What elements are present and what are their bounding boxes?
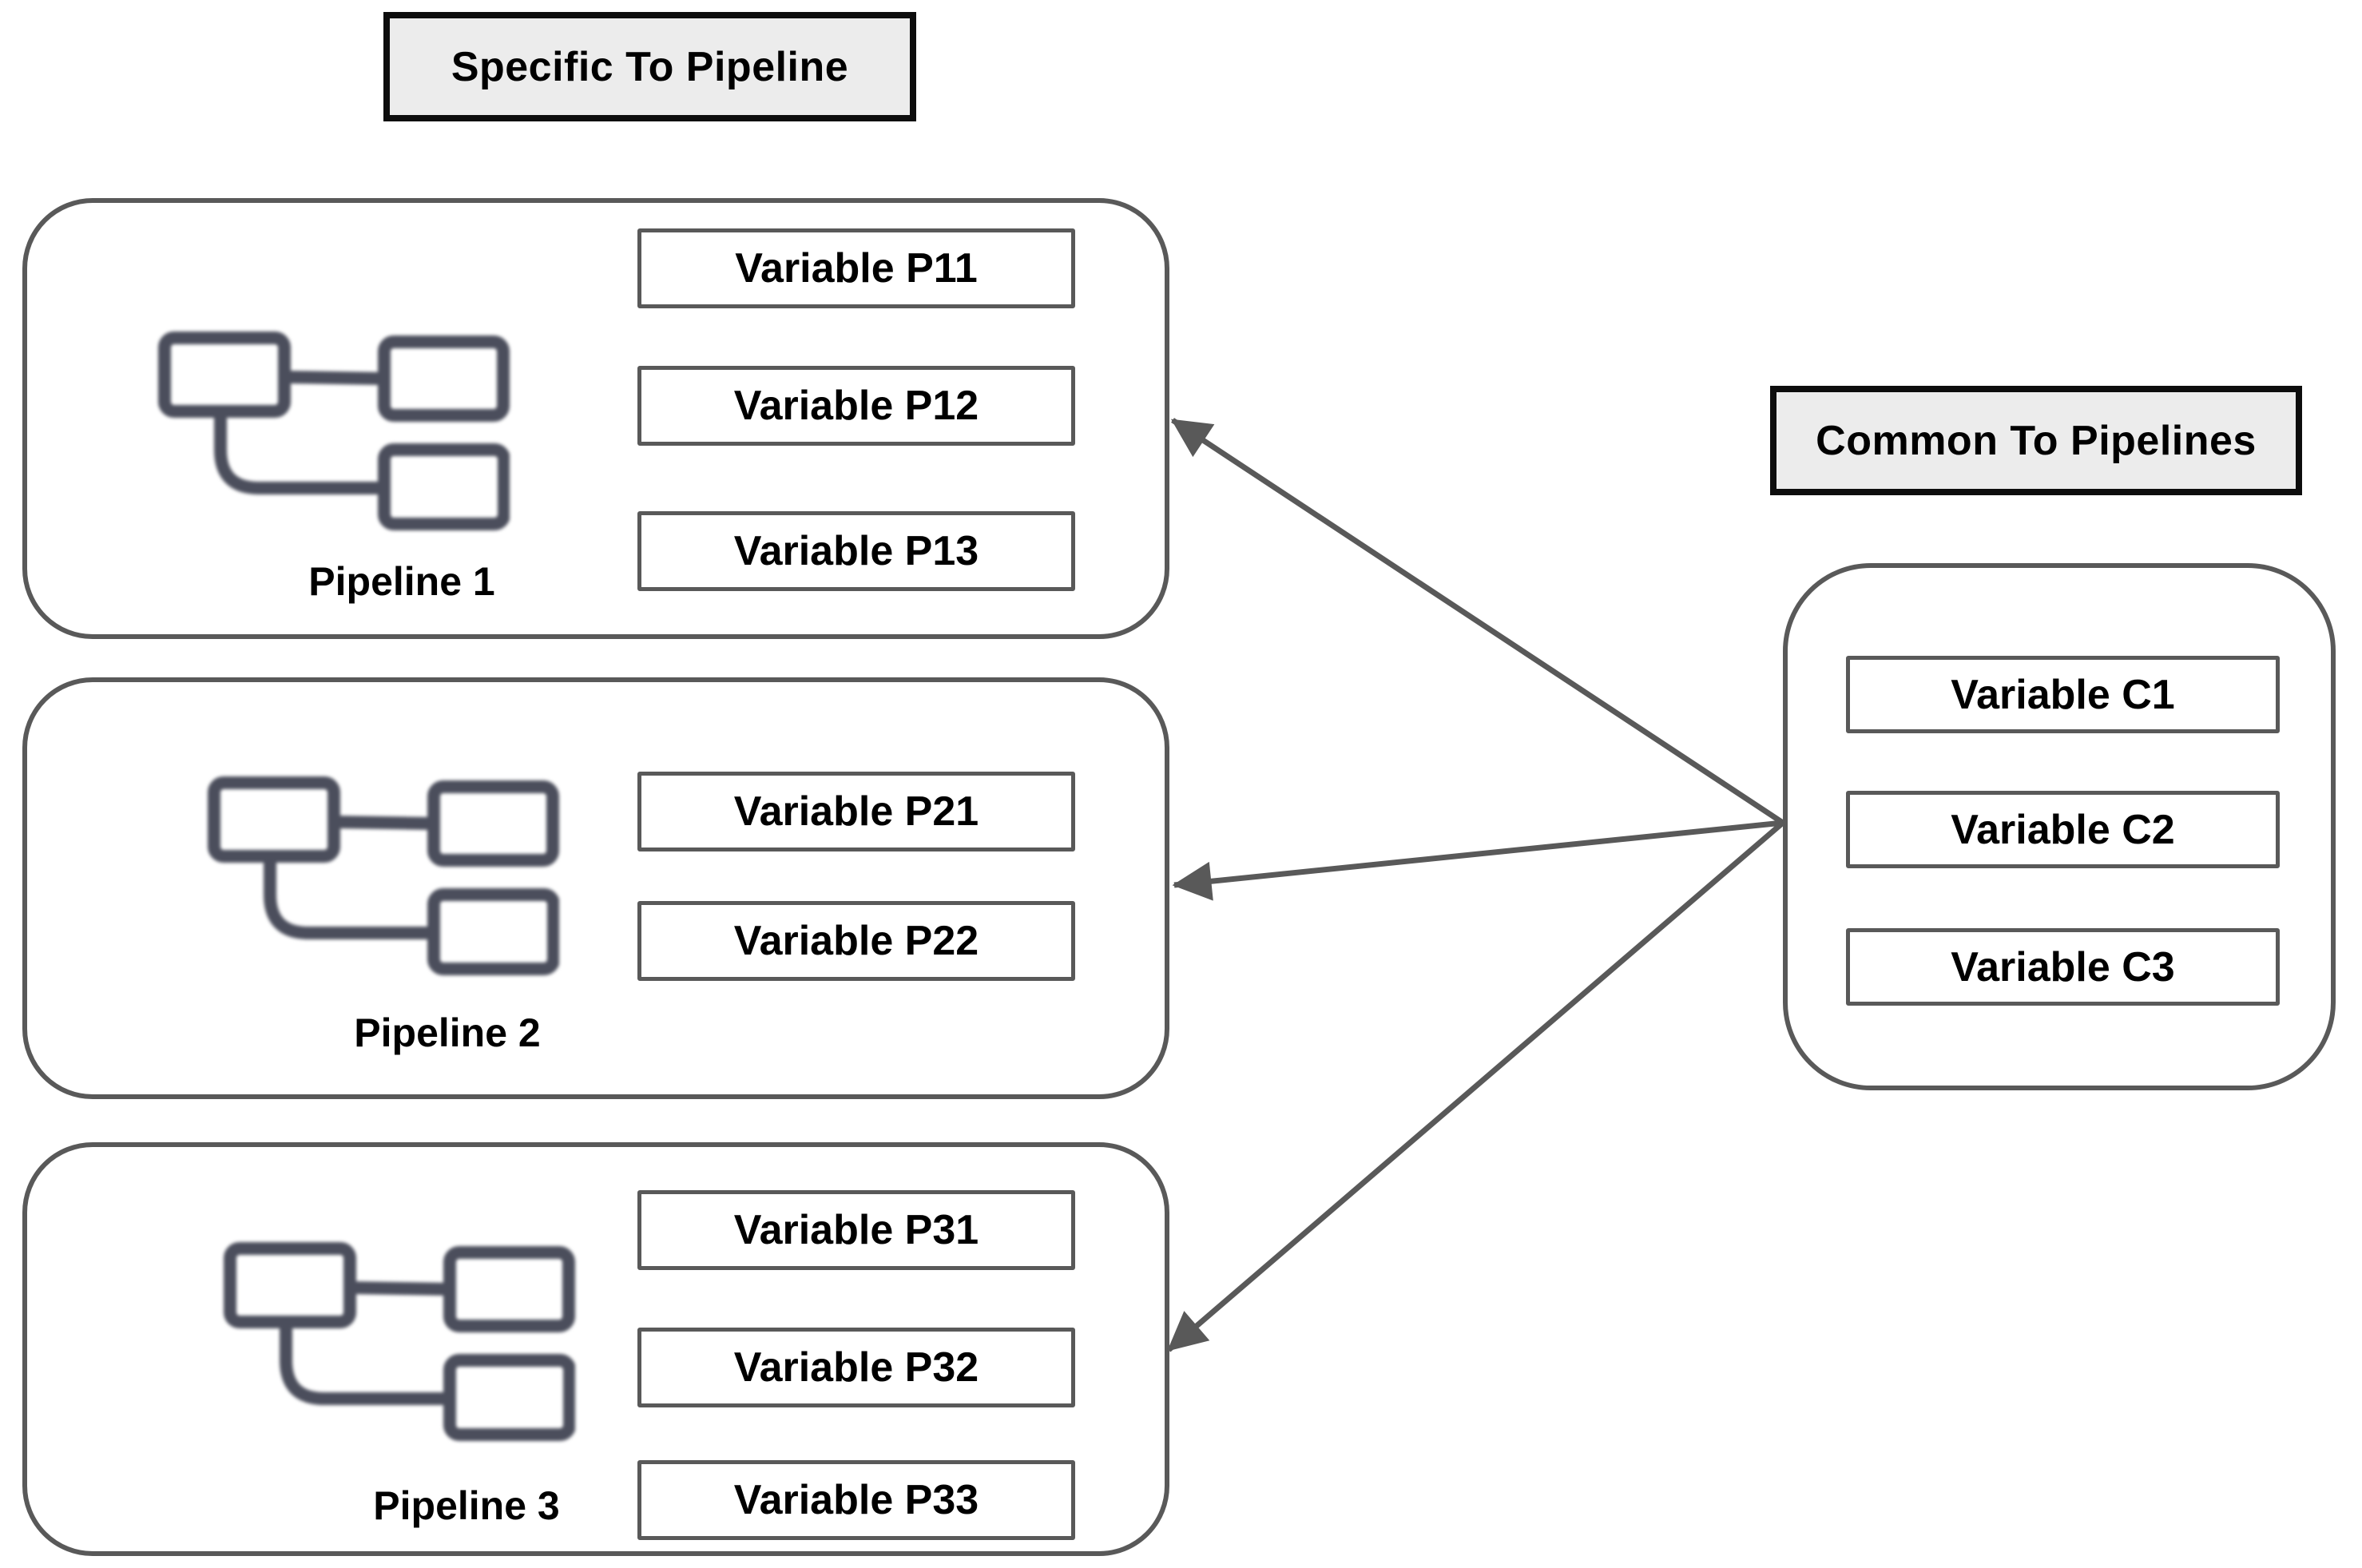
variable-c2-box: Variable C2 bbox=[1846, 791, 2280, 868]
variable-p11-box: Variable P11 bbox=[637, 228, 1075, 308]
pipeline-2-caption: Pipeline 2 bbox=[354, 1010, 541, 1055]
variable-p21-box: Variable P21 bbox=[637, 772, 1075, 851]
pipeline-flow-icon bbox=[158, 331, 510, 530]
variable-p12-box: Variable P12 bbox=[637, 366, 1075, 446]
variable-c1-box: Variable C1 bbox=[1846, 656, 2280, 733]
variable-p32-box: Variable P32 bbox=[637, 1328, 1075, 1407]
pipeline-1-box: Variable P11 Variable P12 Variable P13 P… bbox=[22, 198, 1169, 639]
arrow-common-to-pipeline-3 bbox=[1166, 820, 1785, 1352]
variable-c3-box: Variable C3 bbox=[1846, 928, 2280, 1006]
specific-to-pipeline-label: Specific To Pipeline bbox=[383, 12, 916, 121]
arrow-common-to-pipeline-1 bbox=[1170, 418, 1784, 825]
variable-p33-box: Variable P33 bbox=[637, 1460, 1075, 1540]
common-to-pipelines-label: Common To Pipelines bbox=[1770, 386, 2302, 495]
common-variables-box: Variable C1 Variable C2 Variable C3 bbox=[1783, 563, 2336, 1090]
pipeline-3-caption: Pipeline 3 bbox=[373, 1483, 560, 1528]
pipeline-flow-icon bbox=[224, 1242, 575, 1441]
variable-p13-box: Variable P13 bbox=[637, 511, 1075, 591]
pipeline-2-box: Variable P21 Variable P22 Pipeline 2 bbox=[22, 677, 1169, 1099]
variable-p31-box: Variable P31 bbox=[637, 1190, 1075, 1270]
arrow-common-to-pipeline-2 bbox=[1172, 820, 1784, 901]
variable-p22-box: Variable P22 bbox=[637, 901, 1075, 981]
pipeline-1-caption: Pipeline 1 bbox=[308, 559, 495, 604]
pipeline-3-box: Variable P31 Variable P32 Variable P33 P… bbox=[22, 1142, 1169, 1556]
pipeline-flow-icon bbox=[208, 776, 559, 975]
